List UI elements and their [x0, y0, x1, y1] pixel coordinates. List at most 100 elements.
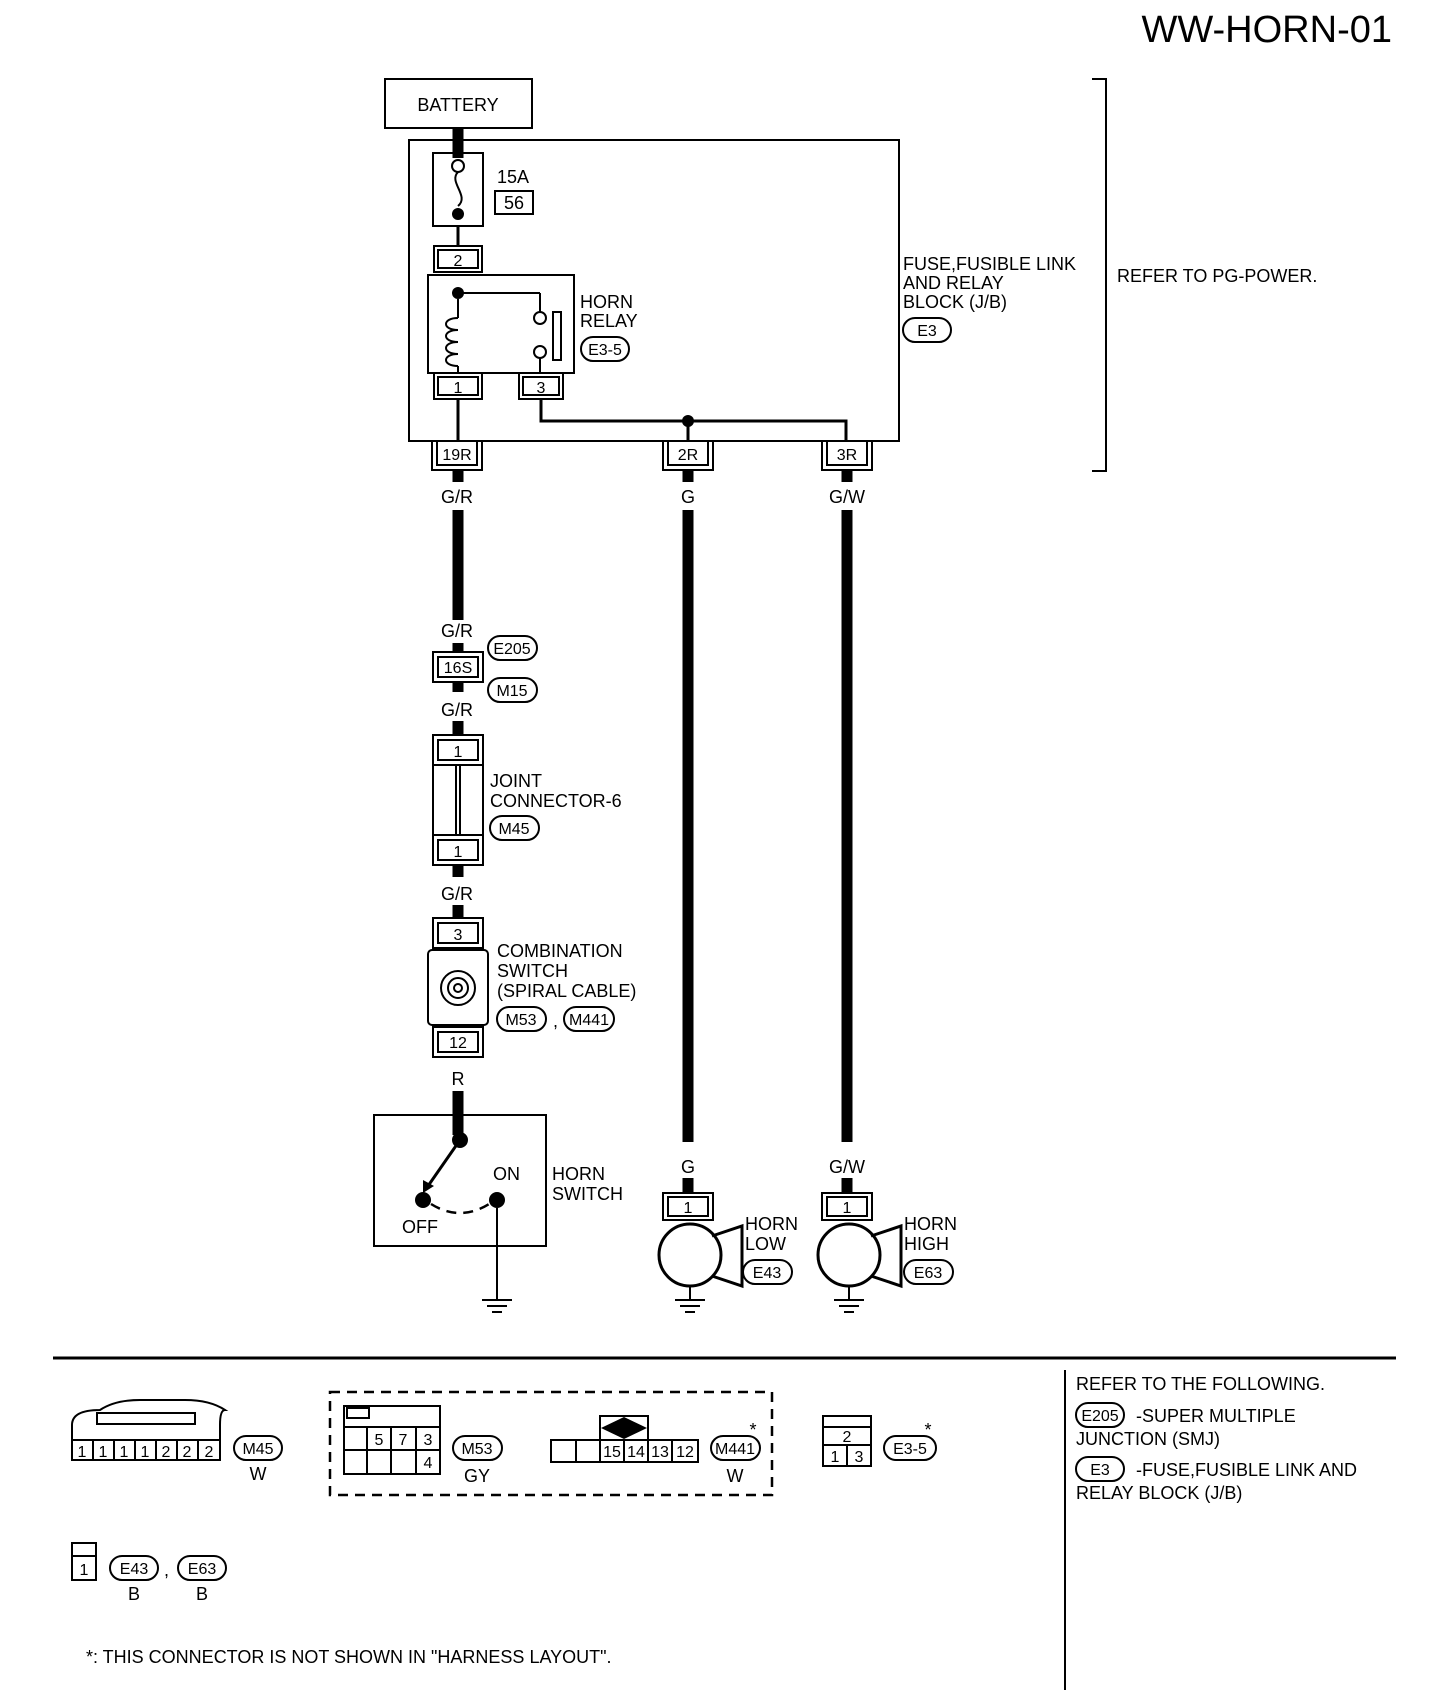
svg-text:M45: M45 [242, 1441, 273, 1458]
legend-e3-5: 2 1 3 E3-5 * [822, 1415, 937, 1467]
svg-text:3: 3 [424, 1432, 433, 1449]
horn-high-label-1: HORN [904, 1214, 957, 1234]
combo-connector-sep: , [553, 1011, 558, 1031]
svg-text:15: 15 [603, 1444, 621, 1461]
svg-text:1: 1 [454, 380, 463, 397]
svg-text:1: 1 [843, 1200, 852, 1217]
horn-high: 1 [816, 1192, 903, 1313]
fuse-rating: 15A [497, 167, 529, 187]
svg-text:B: B [196, 1584, 208, 1604]
svg-text:B: B [128, 1584, 140, 1604]
combo-connector-m53: M53 [496, 1006, 547, 1032]
jb-note: REFER TO PG-POWER. [1117, 266, 1317, 286]
svg-text:3R: 3R [837, 447, 857, 464]
horn-low-label-2: LOW [745, 1234, 786, 1254]
horn-high-connector-e63: E63 [903, 1259, 954, 1285]
svg-text:19R: 19R [442, 447, 471, 464]
svg-text:E63: E63 [188, 1561, 217, 1578]
svg-text:2: 2 [843, 1429, 852, 1446]
horn-switch-label-1: HORN [552, 1164, 605, 1184]
legend-m45: 1 1 1 1 2 2 2 M45 W [71, 1399, 283, 1484]
svg-text:1: 1 [78, 1444, 87, 1461]
svg-text:2: 2 [454, 253, 463, 270]
svg-text:E3: E3 [1090, 1462, 1110, 1479]
horn-switch-off: OFF [402, 1217, 438, 1237]
wire-label-gr-3: G/R [441, 700, 473, 720]
svg-text:E205: E205 [1081, 1408, 1118, 1425]
svg-text:E3-5: E3-5 [893, 1441, 927, 1458]
svg-text:1: 1 [684, 1200, 693, 1217]
svg-text:E3: E3 [917, 323, 937, 340]
refer-item1-line1: -SUPER MULTIPLE [1136, 1406, 1296, 1426]
svg-text:7: 7 [399, 1432, 408, 1449]
combo-label-3: (SPIRAL CABLE) [497, 981, 636, 1001]
svg-text:1: 1 [99, 1444, 108, 1461]
relay-connector-e3-5: E3-5 [580, 336, 630, 362]
svg-text:14: 14 [627, 1444, 645, 1461]
svg-text:2: 2 [183, 1444, 192, 1461]
horn-relay [427, 274, 575, 374]
joint-connector-6: 1 1 [432, 734, 484, 866]
svg-text:GY: GY [464, 1466, 490, 1486]
horn-low-connector-e43: E43 [742, 1259, 793, 1285]
svg-text:M45: M45 [498, 821, 529, 838]
svg-text:2: 2 [162, 1444, 171, 1461]
combo-label-2: SWITCH [497, 961, 568, 981]
combo-label-1: COMBINATION [497, 941, 623, 961]
terminal-3r: 3R [821, 441, 873, 471]
jb-label-3: BLOCK (J/B) [903, 292, 1007, 312]
svg-text:1: 1 [141, 1444, 150, 1461]
wire-label-g-2: G [681, 1157, 695, 1177]
horn-switch-on: ON [493, 1164, 520, 1184]
svg-text:3: 3 [454, 927, 463, 944]
svg-text:1: 1 [80, 1562, 89, 1579]
fuse-number: 56 [504, 193, 524, 213]
jb-label-1: FUSE,FUSIBLE LINK [903, 254, 1076, 274]
svg-text:13: 13 [651, 1444, 669, 1461]
svg-text:M53: M53 [461, 1441, 492, 1458]
ground-icon [675, 1299, 705, 1313]
jb-label-2: AND RELAY [903, 273, 1004, 293]
svg-text:12: 12 [449, 1035, 467, 1052]
legend-horn-connectors: 1 E43 , E63 B B [71, 1542, 227, 1604]
horn-high-label-2: HIGH [904, 1234, 949, 1254]
svg-text:1: 1 [120, 1444, 129, 1461]
refer-panel: REFER TO THE FOLLOWING. E205 -SUPER MULT… [1075, 1374, 1357, 1503]
combination-switch: 3 12 [427, 917, 489, 1058]
smj-connector-16s: 16S [432, 651, 484, 683]
terminal-19r: 19R [431, 441, 483, 471]
joint-label-1: JOINT [490, 771, 542, 791]
legend-m441: 15 14 13 12 M441 * W [550, 1415, 761, 1486]
horn-switch: ON OFF [373, 1114, 547, 1300]
wire-label-g-1: G [681, 487, 695, 507]
refer-item1-line2: JUNCTION (SMJ) [1076, 1429, 1220, 1449]
relay-pin-2: 2 [433, 245, 483, 273]
wire-label-r: R [452, 1069, 465, 1089]
refer-title: REFER TO THE FOLLOWING. [1076, 1374, 1325, 1394]
svg-text:16S: 16S [444, 660, 472, 677]
refer-item2-line2: RELAY BLOCK (J/B) [1076, 1483, 1242, 1503]
svg-text:*: * [924, 1420, 931, 1440]
wire-label-gr-2: G/R [441, 621, 473, 641]
horn-switch-label-2: SWITCH [552, 1184, 623, 1204]
svg-text:1: 1 [454, 744, 463, 761]
relay-pin-1: 1 [433, 372, 483, 400]
ground-icon [834, 1299, 864, 1313]
svg-text:M53: M53 [505, 1012, 536, 1029]
svg-text:E43: E43 [120, 1561, 149, 1578]
svg-text:4: 4 [424, 1455, 433, 1472]
jb-connector-e3: E3 [902, 317, 952, 343]
svg-text:1: 1 [831, 1449, 840, 1466]
footnote: *: THIS CONNECTOR IS NOT SHOWN IN "HARNE… [86, 1647, 612, 1667]
svg-text:E43: E43 [753, 1265, 782, 1282]
svg-text:M441: M441 [569, 1012, 609, 1029]
svg-text:M441: M441 [715, 1441, 755, 1458]
svg-text:M15: M15 [496, 683, 527, 700]
combo-connector-m441: M441 [563, 1006, 615, 1032]
svg-text:1: 1 [454, 844, 463, 861]
refer-item2-line1: -FUSE,FUSIBLE LINK AND [1136, 1460, 1357, 1480]
terminal-2r: 2R [662, 441, 714, 471]
legend-spiral-group [328, 1390, 774, 1497]
svg-text:5: 5 [375, 1432, 384, 1449]
